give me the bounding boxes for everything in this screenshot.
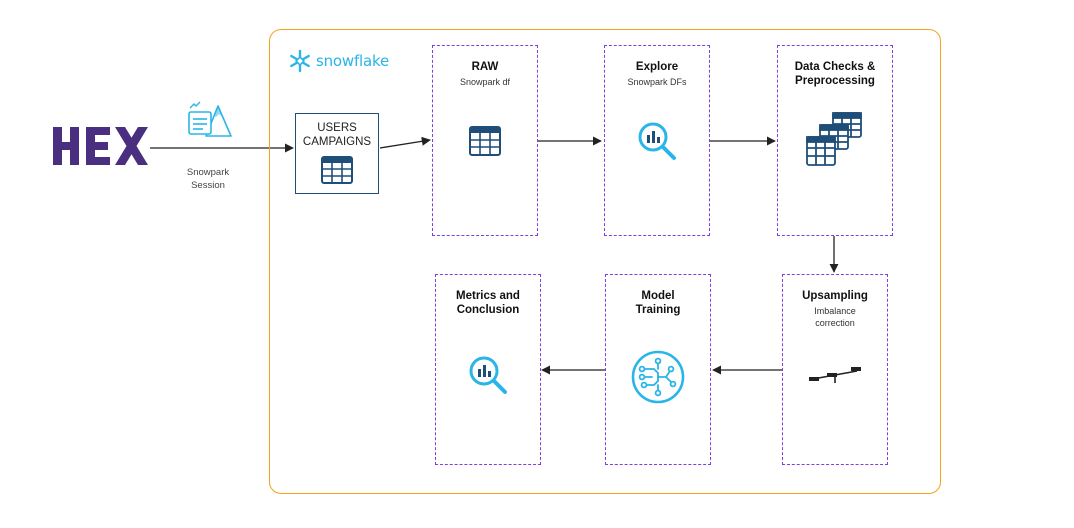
- source-table-label: USERS CAMPAIGNS: [296, 121, 378, 149]
- stage-checks-title-line1: Data Checks &: [794, 61, 876, 73]
- stage-metrics-title-line2: Conclusion: [456, 304, 520, 316]
- stage-metrics-title-line1: Metrics and: [456, 290, 520, 302]
- magnifier-chart-icon: [638, 122, 676, 160]
- hex-logo-mark: [53, 127, 148, 165]
- stage-checks-title: Data Checks & Preprocessing: [778, 60, 892, 88]
- stage-data-checks: Data Checks & Preprocessing: [777, 45, 893, 236]
- snowpark-session-icon: [188, 101, 232, 137]
- upsampling-subtitle-line2: correction: [815, 318, 855, 328]
- stage-explore-subtitle: Snowpark DFs: [627, 77, 687, 87]
- session-label-line2: Session: [191, 180, 225, 191]
- stage-explore-title: Explore: [635, 61, 679, 73]
- stage-metrics-title: Metrics and Conclusion: [436, 289, 540, 317]
- snowpark-session-label: Snowpark Session: [168, 166, 248, 192]
- stage-raw-title: RAW: [471, 61, 499, 73]
- upsampling-subtitle-line1: Imbalance: [814, 306, 856, 316]
- neural-chip-icon: [631, 350, 685, 404]
- stage-checks-title-line2: Preprocessing: [795, 75, 875, 87]
- stage-raw-subtitle: Snowpark df: [459, 77, 511, 87]
- table-icon: [469, 126, 501, 156]
- stage-training-title-line1: Model: [641, 290, 675, 302]
- stage-upsampling-title: Upsampling: [802, 290, 868, 302]
- magnifier-chart-icon: [469, 356, 507, 394]
- arrow-table-to-raw: [379, 136, 431, 149]
- snowflake-container: [269, 29, 941, 494]
- snowflake-logo: snowflake: [288, 49, 389, 73]
- stage-training-title-line2: Training: [635, 304, 681, 316]
- stage-metrics: Metrics and Conclusion: [435, 274, 541, 465]
- stage-upsampling-subtitle: Imbalance correction: [783, 305, 887, 329]
- hex-logo: [53, 123, 149, 174]
- balance-scale-icon: [809, 367, 861, 383]
- source-table-line2: CAMPAIGNS: [302, 136, 372, 148]
- table-icon: [321, 156, 353, 184]
- stacked-tables-icon: [806, 112, 862, 166]
- stage-upsampling: Upsampling Imbalance correction: [782, 274, 888, 465]
- source-table-line1: USERS: [317, 122, 357, 134]
- session-label-line1: Snowpark: [186, 167, 230, 178]
- stage-raw: RAW Snowpark df: [432, 45, 538, 236]
- stage-explore: Explore Snowpark DFs: [604, 45, 710, 236]
- stage-model-training: Model Training: [605, 274, 711, 465]
- stage-training-title: Model Training: [606, 289, 710, 317]
- snowflake-wordmark: snowflake: [316, 52, 389, 70]
- snowflake-icon: [290, 49, 310, 73]
- source-table-node: USERS CAMPAIGNS: [295, 113, 379, 194]
